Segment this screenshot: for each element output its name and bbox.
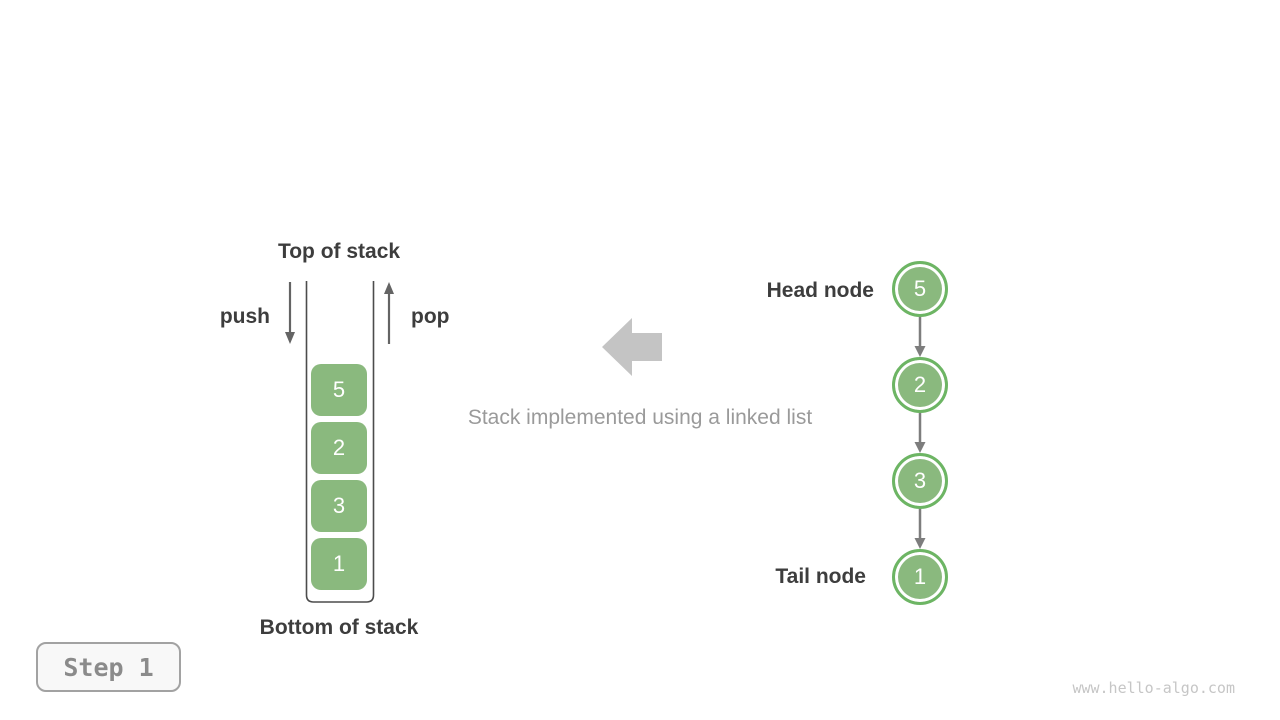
link-arrow-icon bbox=[914, 508, 926, 549]
tail-node-label: Tail node bbox=[775, 565, 866, 588]
stack-item: 2 bbox=[311, 422, 367, 474]
link-arrow-icon bbox=[914, 412, 926, 453]
push-label: push bbox=[219, 305, 270, 328]
top-of-stack-label: Top of stack bbox=[277, 240, 401, 263]
list-node: 2 bbox=[892, 357, 948, 413]
list-node: 3 bbox=[892, 453, 948, 509]
bottom-of-stack-label: Bottom of stack bbox=[259, 616, 419, 639]
link-arrow-icon bbox=[914, 316, 926, 357]
watermark: www.hello-algo.com bbox=[1072, 679, 1235, 697]
list-node: 5 bbox=[892, 261, 948, 317]
push-arrow-icon bbox=[285, 282, 295, 344]
stack-container-outline bbox=[305, 281, 375, 603]
stack-item: 1 bbox=[311, 538, 367, 590]
stack-item: 3 bbox=[311, 480, 367, 532]
pop-label: pop bbox=[411, 305, 450, 328]
head-node-label: Head node bbox=[766, 279, 874, 302]
step-badge: Step 1 bbox=[36, 642, 181, 692]
left-block-arrow-icon bbox=[602, 318, 662, 376]
stack-item: 5 bbox=[311, 364, 367, 416]
pop-arrow-icon bbox=[384, 282, 394, 344]
list-node: 1 bbox=[892, 549, 948, 605]
caption-text: Stack implemented using a linked list bbox=[467, 406, 813, 429]
